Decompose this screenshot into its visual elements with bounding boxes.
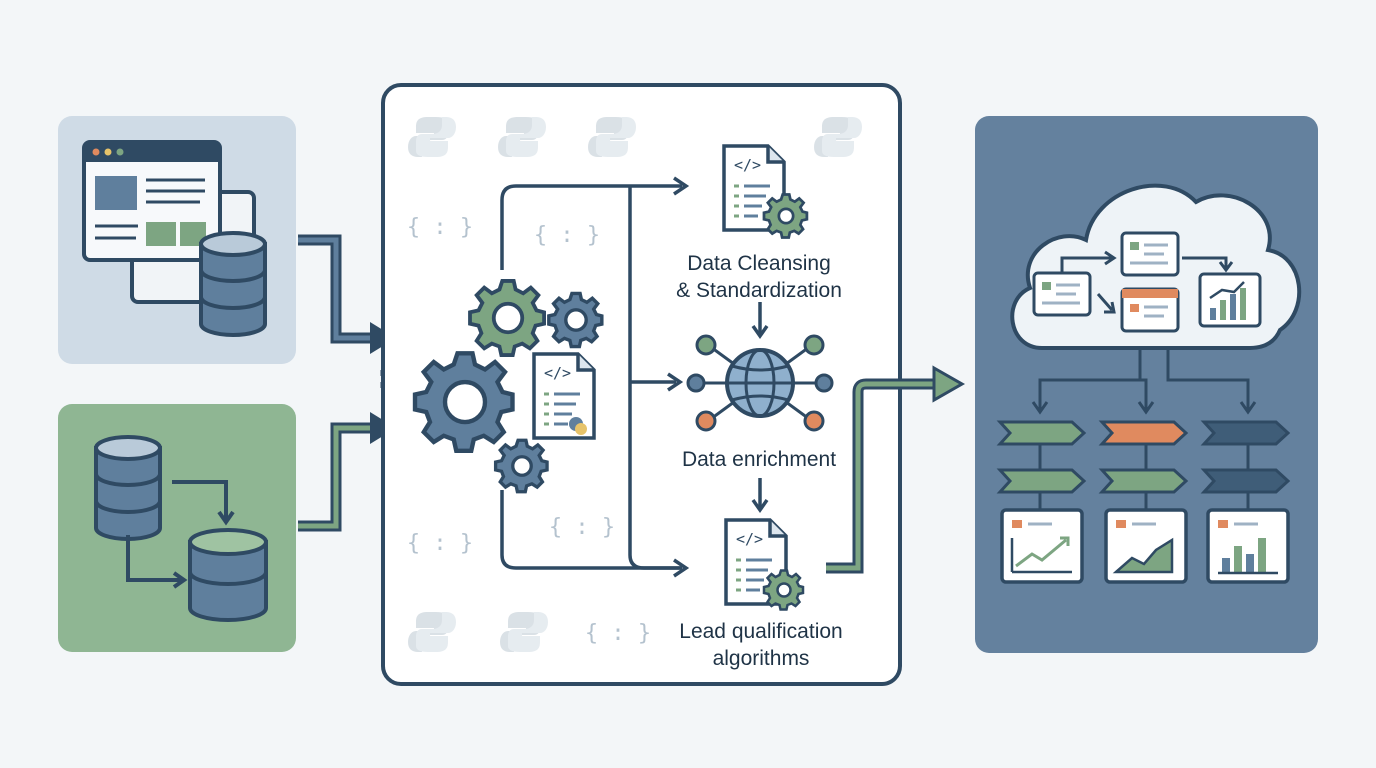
chevron-flow-icon xyxy=(1202,420,1290,446)
source-panel-databases xyxy=(58,404,296,652)
database-icon xyxy=(188,528,268,622)
dashboard-card-icon xyxy=(1120,231,1180,277)
gear-icon xyxy=(762,569,805,611)
curly-brace-icon: { : } xyxy=(407,531,473,556)
area-chart-icon xyxy=(1104,508,1188,584)
qualification-label-line1: Lead qualification xyxy=(679,620,843,643)
chevron-flow-icon xyxy=(1100,420,1188,446)
cleansing-label: Data Cleansing & Standardization xyxy=(664,250,854,304)
curly-brace-icon: { : } xyxy=(585,621,651,646)
branch-connectors xyxy=(500,176,769,578)
bar-chart-icon xyxy=(1206,508,1290,584)
gear-icon xyxy=(547,291,604,349)
cleansing-label-line1: Data Cleansing xyxy=(687,252,831,275)
cleansing-label-line2: & Standardization xyxy=(676,279,842,302)
chevron-flow-icon xyxy=(998,468,1086,494)
globe-network-icon xyxy=(686,334,834,432)
gear-icon xyxy=(493,438,549,494)
bar-chart-icon xyxy=(1198,272,1262,328)
output-connector xyxy=(826,365,966,574)
database-icon xyxy=(199,231,267,337)
chevron-flow-icon xyxy=(998,420,1086,446)
qualification-label: Lead qualification algorithms xyxy=(656,618,866,672)
code-document-icon xyxy=(532,352,596,440)
source-panel-web-data xyxy=(58,116,296,364)
database-icon xyxy=(94,435,162,541)
gear-icon xyxy=(415,353,513,451)
processing-panel: { : } { : } { : } { : } { : } xyxy=(381,83,902,686)
dashboard-card-icon xyxy=(1120,287,1180,333)
line-chart-icon xyxy=(1000,508,1084,584)
curly-brace-icon: { : } xyxy=(549,515,615,540)
curly-brace-icon: { : } xyxy=(534,223,600,248)
gear-icon xyxy=(762,193,809,239)
gear-icon xyxy=(468,279,546,357)
curly-brace-icon: { : } xyxy=(407,215,473,240)
output-panel xyxy=(975,116,1318,653)
qualification-icon xyxy=(724,518,805,611)
dashboard-card-icon xyxy=(1032,271,1092,317)
cleansing-icon xyxy=(722,144,809,239)
enrichment-label: Data enrichment xyxy=(681,448,837,471)
chevron-flow-icon xyxy=(1100,468,1188,494)
qualification-label-line2: algorithms xyxy=(712,647,810,670)
gear-cluster xyxy=(415,279,604,494)
chevron-flow-icon xyxy=(1202,468,1290,494)
browser-window-icon xyxy=(82,140,222,262)
